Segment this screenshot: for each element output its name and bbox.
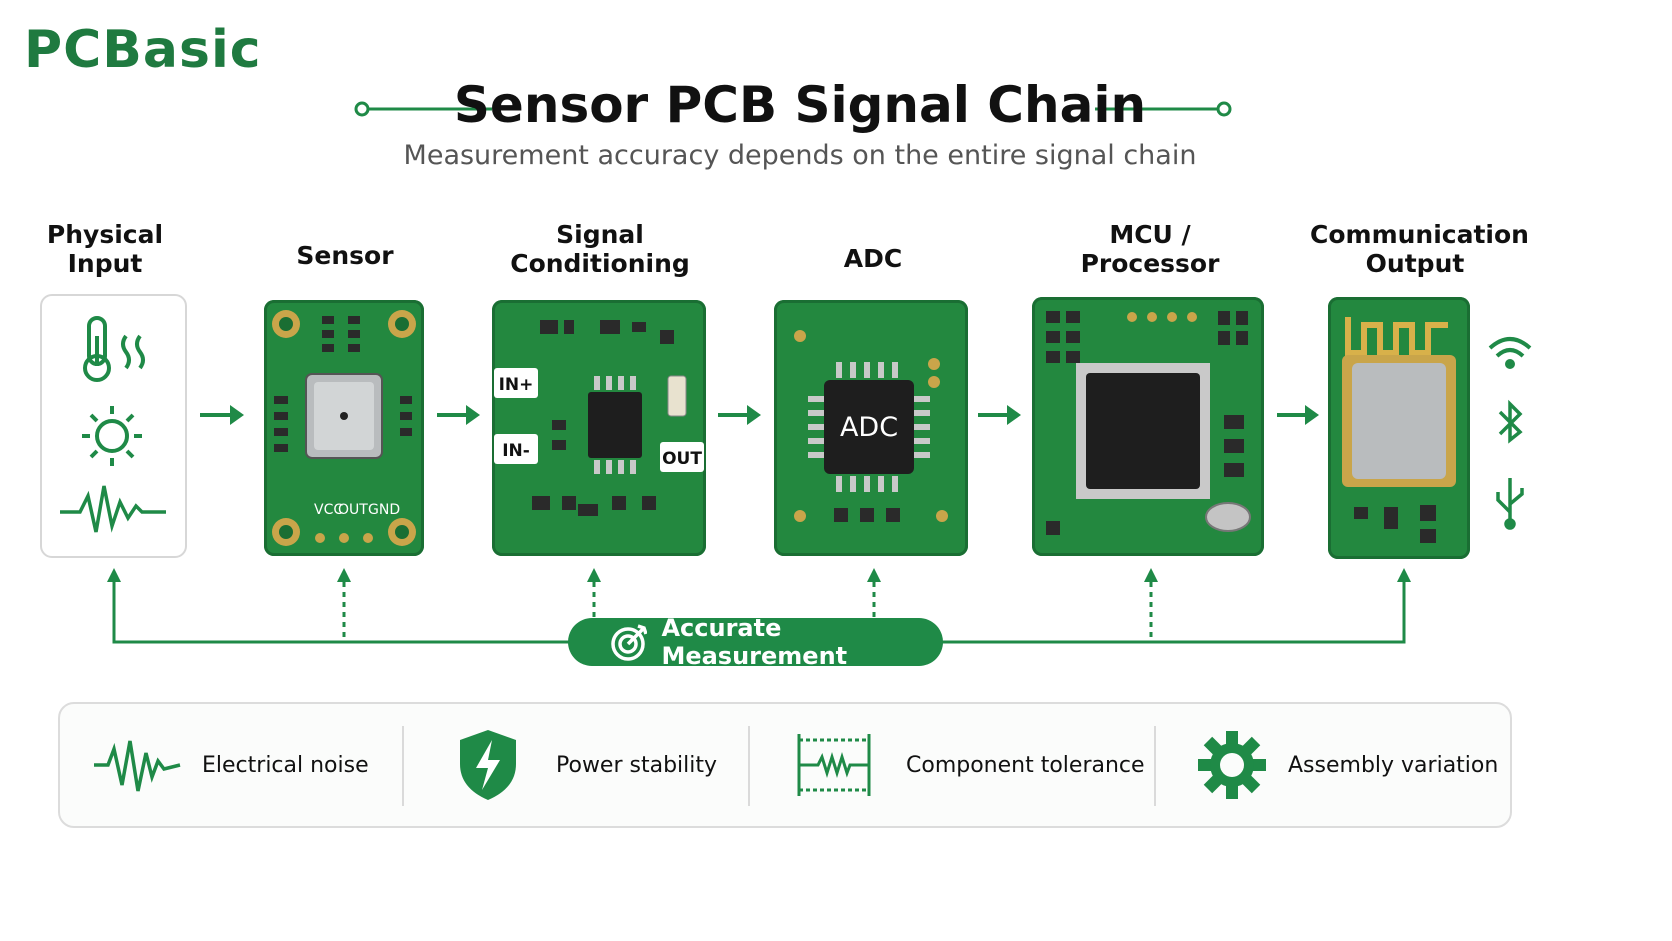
- title-decoration: [354, 101, 1232, 117]
- pin-label-vcc: VCC: [314, 502, 343, 518]
- factor-divider: [748, 726, 750, 806]
- resistor-icon: [797, 734, 871, 796]
- factor-electrical-noise: Electrical noise: [92, 704, 369, 826]
- page-subtitle: Measurement accuracy depends on the enti…: [403, 140, 1197, 171]
- sensor-pcb: VCC OUT GND: [264, 300, 424, 556]
- pin-label-gnd: GND: [368, 502, 400, 518]
- sun-icon: [82, 406, 142, 466]
- mcu-pcb: [1032, 297, 1264, 556]
- forward-arrows: [200, 405, 1319, 425]
- accurate-measurement-label: Accurate Measurement: [661, 614, 848, 670]
- factor-assembly-variation: Assembly variation: [1198, 704, 1498, 826]
- factor-power-stability: Power stability: [458, 704, 717, 826]
- waveform-icon: [60, 485, 166, 533]
- stage-label-sensor: Sensor: [296, 241, 394, 270]
- usb-icon: [1496, 478, 1524, 530]
- gear-icon: [1198, 731, 1266, 799]
- feedback-lines: [107, 568, 1411, 644]
- accurate-measurement-badge: Accurate Measurement: [568, 614, 943, 670]
- bluetooth-icon: [1498, 399, 1523, 444]
- stage-label-adc: ADC: [843, 244, 903, 273]
- factor-divider: [1154, 726, 1156, 806]
- brand-logo: PCBasic: [24, 20, 262, 80]
- target-icon: [611, 624, 648, 661]
- physical-input-card: [40, 294, 187, 558]
- factor-divider: [402, 726, 404, 806]
- wifi-icon: [1488, 337, 1532, 369]
- adc-chip-label: ADC: [840, 412, 898, 443]
- signal-conditioning-pcb: IN+ IN- OUT: [492, 300, 706, 556]
- pin-label-out: OUT: [662, 449, 702, 469]
- stage-label-mcu: MCU /Processor: [1080, 220, 1220, 278]
- waveform-icon: [94, 740, 181, 792]
- factor-component-tolerance: Component tolerance: [796, 704, 1145, 826]
- communication-icons: [1488, 337, 1532, 530]
- factors-panel: Electrical noise Power stability Compone…: [58, 702, 1512, 828]
- thermometer-icon: [83, 316, 145, 382]
- communication-pcb: [1328, 297, 1470, 559]
- pin-label-in-plus: IN+: [499, 375, 534, 395]
- adc-pcb: ADC: [774, 300, 968, 556]
- pin-label-in-minus: IN-: [502, 441, 530, 461]
- pin-label-out: OUT: [338, 502, 368, 518]
- physical-input-icons: [60, 316, 166, 533]
- shield-lightning-icon: [460, 730, 516, 800]
- page-title: Sensor PCB Signal Chain: [453, 76, 1147, 134]
